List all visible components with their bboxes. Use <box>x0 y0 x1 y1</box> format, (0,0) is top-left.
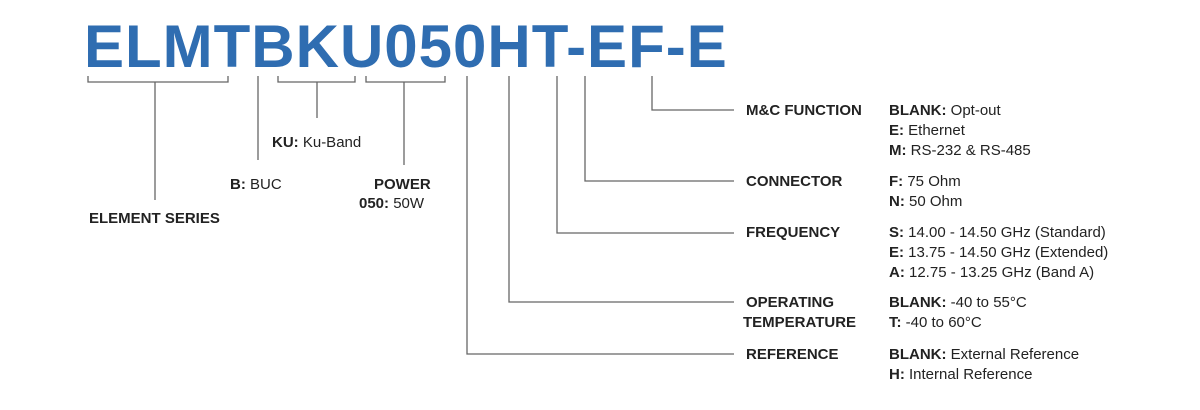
reference-label: REFERENCE <box>746 346 839 363</box>
option-row: T: -40 to 60°C <box>889 314 982 331</box>
option-row: S: 14.00 - 14.50 GHz (Standard) <box>889 224 1106 241</box>
connector-options: F: 75 Ohm N: 50 Ohm <box>889 172 962 212</box>
option-row: BLANK: Opt-out <box>889 102 1001 119</box>
series-label: ELEMENT SERIES <box>89 210 220 227</box>
reference-line <box>466 76 734 355</box>
band-bracket <box>277 76 356 118</box>
connector-label: CONNECTOR <box>746 173 843 190</box>
option-row: N: 50 Ohm <box>889 193 963 210</box>
part-number: ELMTBKU050HT-EF-E <box>84 13 728 80</box>
series-bracket <box>87 76 229 200</box>
mc-function-line <box>651 76 734 111</box>
frequency-options: S: 14.00 - 14.50 GHz (Standard) E: 13.75… <box>889 223 1108 283</box>
option-row: A: 12.75 - 13.25 GHz (Band A) <box>889 264 1095 281</box>
frequency-label: FREQUENCY <box>746 224 841 241</box>
option-row: F: 75 Ohm <box>889 173 961 190</box>
option-row: BLANK: External Reference <box>889 346 1080 363</box>
option-row: H: Internal Reference <box>889 366 1033 383</box>
temperature-label: OPERATING TEMPERATURE <box>743 294 857 331</box>
option-row: E: 13.75 - 14.50 GHz (Extended) <box>889 244 1109 261</box>
frequency-line <box>556 76 734 234</box>
reference-options: BLANK: External Reference H: Internal Re… <box>889 345 1079 385</box>
connector-line <box>584 76 734 182</box>
power-label: POWER <box>374 176 431 193</box>
temperature-line <box>508 76 734 303</box>
bu-label: B: BUC <box>230 176 282 193</box>
mc-function-options: BLANK: Opt-out E: Ethernet M: RS-232 & R… <box>889 101 1031 161</box>
option-row: E: Ethernet <box>889 122 965 139</box>
option-row: M: RS-232 & RS-485 <box>889 142 1031 159</box>
option-row: BLANK: -40 to 55°C <box>889 294 1027 311</box>
mc-function-label: M&C FUNCTION <box>746 102 862 119</box>
temperature-options: BLANK: -40 to 55°C T: -40 to 60°C <box>889 293 1027 333</box>
power-bracket <box>365 76 446 165</box>
band-label: KU: Ku-Band <box>272 134 362 151</box>
power-option: 050: 50W <box>359 195 425 212</box>
